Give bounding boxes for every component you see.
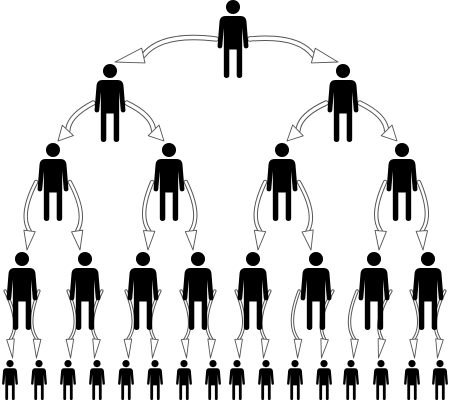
arrow-icon — [67, 179, 84, 251]
arrow-icon — [415, 179, 429, 251]
person-icon — [217, 0, 249, 79]
person-icon — [258, 360, 274, 400]
arrow-icon — [253, 179, 268, 251]
person-icon — [432, 360, 448, 400]
person-icon — [153, 143, 185, 221]
person-icon — [412, 252, 444, 330]
person-icon — [266, 143, 298, 221]
person-icon — [6, 252, 38, 330]
arrow-icon — [179, 289, 192, 359]
arrow-icon — [296, 179, 314, 251]
person-icon — [37, 143, 69, 221]
person-icon — [205, 360, 221, 400]
arrow-icon — [374, 179, 388, 251]
person-icon — [327, 64, 359, 142]
person-icon — [60, 360, 76, 400]
person-icon — [287, 360, 303, 400]
person-icon — [237, 252, 269, 330]
arrow-icon — [357, 100, 398, 142]
arrow-icon — [347, 289, 359, 359]
person-icon — [89, 360, 105, 400]
person-icon — [176, 360, 192, 400]
arrow-icon — [124, 100, 165, 142]
arrow-icon — [409, 289, 421, 359]
arrow-icon — [65, 289, 77, 359]
person-icon — [2, 360, 18, 400]
arrow-icon — [205, 289, 217, 359]
person-icon — [31, 360, 47, 400]
arrow-icon — [30, 289, 42, 359]
arrow-icon — [286, 100, 329, 142]
arrow-icon — [57, 100, 96, 142]
arrow-icon — [142, 179, 156, 251]
person-icon — [404, 360, 420, 400]
person-icon — [182, 252, 214, 330]
arrow-icon — [259, 289, 272, 359]
person-icon — [127, 252, 159, 330]
person-icon — [229, 360, 245, 400]
person-icon — [147, 360, 163, 400]
arrow-icon — [234, 289, 246, 359]
person-icon — [300, 252, 332, 330]
person-icon — [69, 252, 101, 330]
person-icon — [118, 360, 134, 400]
person-icon — [94, 64, 126, 142]
person-icon — [316, 360, 332, 400]
person-icon — [343, 360, 359, 400]
arrow-icon — [183, 179, 198, 251]
arrow-icon — [123, 289, 135, 359]
arrow-icon — [247, 35, 339, 64]
person-icon — [386, 143, 418, 221]
arrow-icon — [290, 289, 303, 359]
person-icon — [373, 360, 389, 400]
arrow-icon — [114, 34, 219, 64]
person-icon — [358, 252, 390, 330]
arrow-icon — [23, 179, 39, 251]
